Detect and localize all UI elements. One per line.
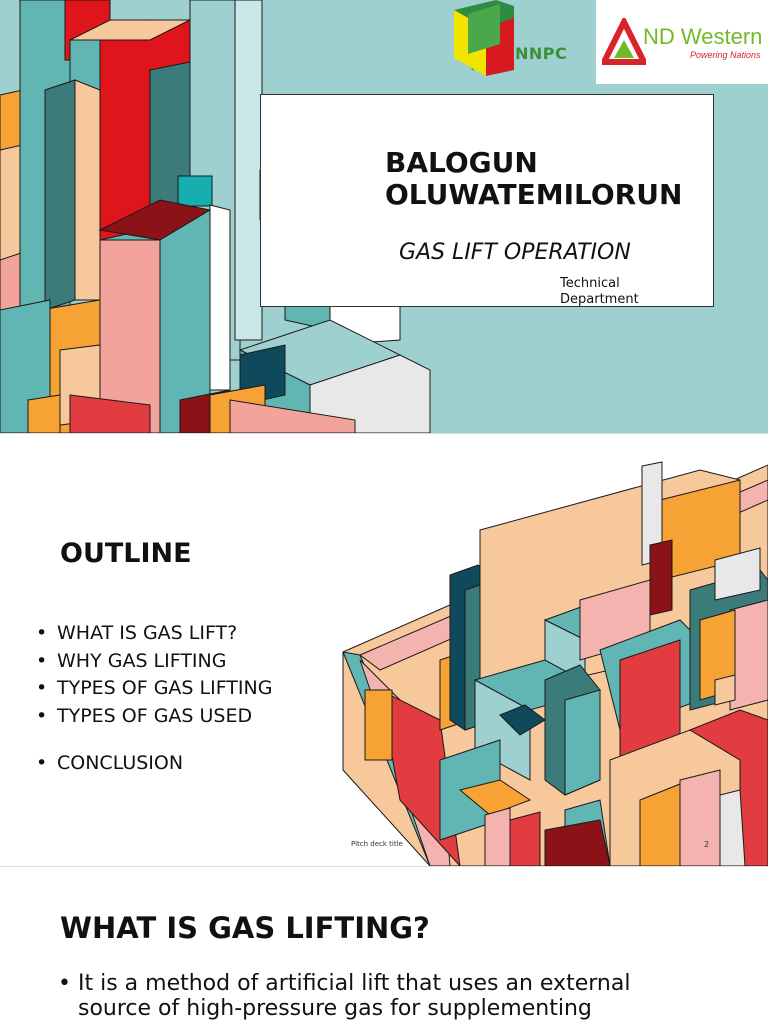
list-item: •CONCLUSION: [36, 752, 184, 774]
slide-page-number: 2: [704, 840, 710, 849]
abstract-city-box-illustration: [342, 461, 768, 866]
bullet-text: It is a method of artificial lift that u…: [78, 971, 631, 1021]
nnpc-logo: NNPC: [440, 0, 592, 84]
nd-western-logo-icon: [602, 18, 646, 65]
nd-western-name: ND Western: [643, 24, 763, 49]
outline-title: OUTLINE: [60, 538, 192, 569]
list-item: •WHAT IS GAS LIFT?: [36, 622, 238, 644]
list-item: •TYPES OF GAS LIFTING: [36, 677, 273, 699]
title-box: BALOGUN OLUWATEMILORUN GAS LIFT OPERATIO…: [260, 94, 714, 307]
slide-footer-title: Pitch deck title: [351, 840, 403, 848]
bullet-paragraph: • It is a method of artificial lift that…: [58, 971, 678, 1021]
nd-western-logo: [596, 0, 768, 84]
slide-title: WHAT IS GAS LIFTING?: [60, 911, 430, 945]
nd-western-tagline: Powering Nations: [690, 50, 761, 60]
presentation-subtitle: GAS LIFT OPERATION: [399, 240, 631, 265]
nnpc-logo-icon: [454, 0, 514, 76]
department-label: Technical Department: [560, 276, 639, 307]
slide-divider: [0, 433, 768, 434]
title-slide: NNPC ND Western Powering Nations BALOGUN…: [0, 0, 768, 433]
presenter-name: BALOGUN OLUWATEMILORUN: [385, 146, 683, 211]
nnpc-logo-text: NNPC: [515, 44, 568, 63]
outline-list: •WHAT IS GAS LIFT? •WHY GAS LIFTING •TYP…: [36, 620, 272, 778]
list-item: •TYPES OF GAS USED: [36, 704, 253, 727]
bullet-icon: •: [58, 971, 71, 996]
list-item: •WHY GAS LIFTING: [36, 649, 227, 672]
slide-divider: [0, 866, 768, 867]
abstract-buildings-illustration: [0, 0, 431, 433]
definition-slide: WHAT IS GAS LIFTING? • It is a method of…: [0, 867, 768, 1024]
outline-slide: OUTLINE •WHAT IS GAS LIFT? •WHY GAS LIFT…: [0, 434, 768, 866]
